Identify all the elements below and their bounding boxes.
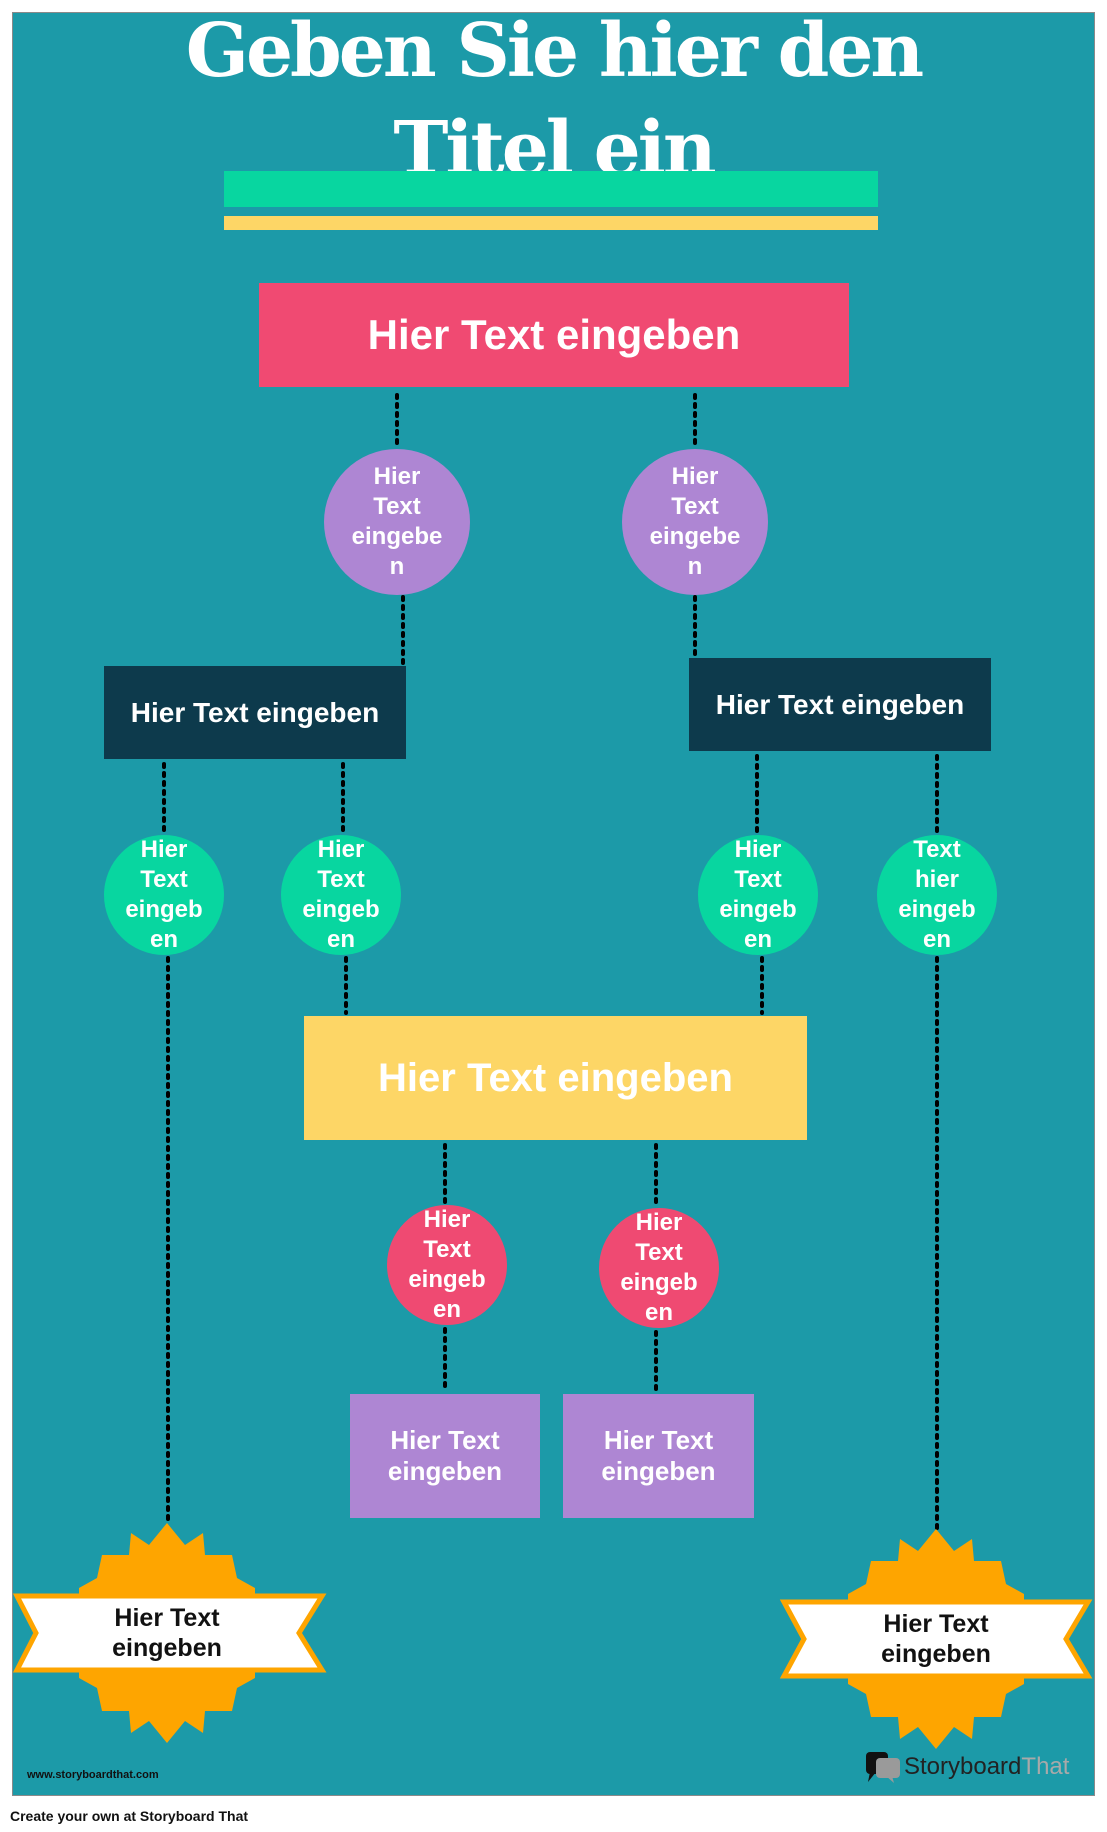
green-title-bar [224, 171, 878, 207]
purple-box-left[interactable]: Hier Text eingeben [350, 1394, 540, 1518]
green-circle-4[interactable]: Text hier eingeb en [877, 835, 997, 955]
yellow-box[interactable]: Hier Text eingeben [304, 1016, 807, 1140]
create-your-own-link[interactable]: Create your own at Storyboard That [10, 1808, 249, 1824]
footer-url[interactable]: www.storyboardthat.com [27, 1769, 159, 1781]
green-circle-2[interactable]: Hier Text eingeb en [281, 835, 401, 955]
purple-circle-left[interactable]: Hier Text eingebe n [324, 449, 470, 595]
purple-box-right[interactable]: Hier Text eingeben [563, 1394, 754, 1518]
dark-box-right[interactable]: Hier Text eingeben [689, 658, 991, 751]
speech-bubbles-icon [866, 1752, 900, 1783]
dark-box-left[interactable]: Hier Text eingeben [104, 666, 406, 759]
red-circle-left[interactable]: Hier Text eingeb en [387, 1205, 507, 1325]
badge-right-text[interactable]: Hier Text eingeben [881, 1610, 991, 1668]
red-circle-right[interactable]: Hier Text eingeb en [599, 1208, 719, 1328]
badge-left-text[interactable]: Hier Text eingeben [112, 1604, 222, 1662]
title-line-2-clip: Titel ein [0, 100, 1107, 171]
logo-text-storyboard: Storyboard [904, 1753, 1022, 1780]
green-circle-1[interactable]: Hier Text eingeb en [104, 835, 224, 955]
logo-text-that: That [1021, 1753, 1070, 1780]
green-circle-3[interactable]: Hier Text eingeb en [698, 835, 818, 955]
title-line-1[interactable]: Geben Sie hier den [185, 8, 924, 94]
purple-circle-right[interactable]: Hier Text eingebe n [622, 449, 768, 595]
title-line-2[interactable]: Titel ein [393, 106, 716, 171]
top-box[interactable]: Hier Text eingeben [259, 283, 849, 387]
yellow-title-bar [224, 216, 878, 230]
